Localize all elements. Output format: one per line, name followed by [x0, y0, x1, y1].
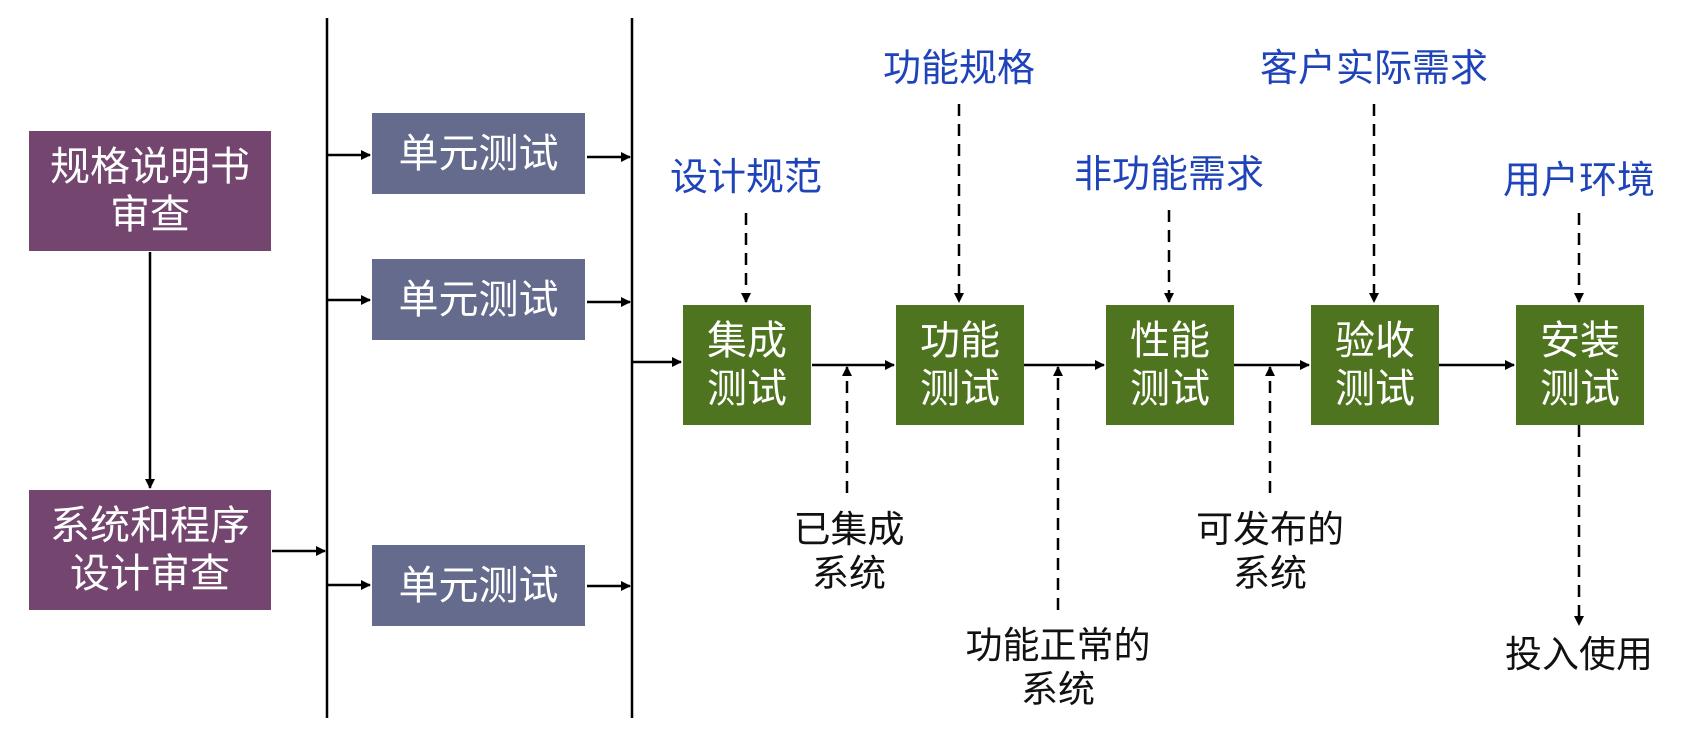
output-releasable-line-2: 系统 [1233, 552, 1307, 595]
stage-installation-line-2: 测试 [1540, 366, 1620, 412]
unit-test-box-3: 单元测试 [372, 545, 585, 626]
review-box-design-line-1: 系统和程序 [50, 503, 250, 549]
output-functional-line-2: 系统 [1021, 668, 1095, 711]
output-label-functional-system: 功能正常的 系统 [966, 624, 1151, 712]
unit-test-label-2: 单元测试 [398, 276, 559, 323]
stage-performance-line-2: 测试 [1130, 366, 1210, 412]
review-box-spec: 规格说明书 审查 [29, 131, 271, 251]
output-in-use-line-1: 投入使用 [1505, 633, 1653, 676]
input-label-customer-need: 客户实际需求 [1259, 46, 1489, 90]
stage-function-test: 功能 测试 [896, 305, 1024, 425]
output-label-in-use: 投入使用 [1505, 633, 1653, 677]
output-label-releasable-system: 可发布的 系统 [1196, 508, 1344, 596]
stage-performance-test: 性能 测试 [1106, 305, 1234, 425]
output-releasable-line-1: 可发布的 [1196, 508, 1344, 551]
stage-function-line-2: 测试 [920, 366, 1000, 412]
stage-integration-line-2: 测试 [707, 366, 787, 412]
unit-test-box-1: 单元测试 [372, 113, 585, 194]
output-functional-line-1: 功能正常的 [965, 624, 1151, 667]
review-box-spec-line-1: 规格说明书 [50, 144, 250, 190]
input-label-function-spec: 功能规格 [882, 46, 1036, 90]
input-label-design-spec: 设计规范 [669, 155, 823, 199]
output-integrated-line-1: 已集成 [793, 508, 905, 551]
stage-integration-test: 集成 测试 [683, 305, 811, 425]
review-box-design: 系统和程序 设计审查 [29, 490, 271, 610]
stage-installation-line-1: 安装 [1540, 318, 1620, 364]
input-label-user-env: 用户环境 [1502, 158, 1656, 202]
unit-test-label-1: 单元测试 [398, 130, 559, 177]
input-label-nonfunctional: 非功能需求 [1073, 152, 1265, 196]
stage-performance-line-1: 性能 [1130, 318, 1210, 364]
unit-test-label-3: 单元测试 [398, 562, 559, 609]
stage-acceptance-test: 验收 测试 [1311, 305, 1439, 425]
output-label-integrated-system: 已集成 系统 [794, 508, 905, 596]
review-box-spec-line-2: 审查 [110, 192, 190, 238]
stage-installation-test: 安装 测试 [1516, 305, 1644, 425]
stage-acceptance-line-1: 验收 [1335, 318, 1415, 364]
stage-integration-line-1: 集成 [707, 318, 787, 364]
stage-acceptance-line-2: 测试 [1335, 366, 1415, 412]
review-box-design-line-2: 设计审查 [70, 551, 230, 597]
output-integrated-line-2: 系统 [812, 552, 886, 595]
stage-function-line-1: 功能 [920, 318, 1000, 364]
unit-test-box-2: 单元测试 [372, 259, 585, 340]
